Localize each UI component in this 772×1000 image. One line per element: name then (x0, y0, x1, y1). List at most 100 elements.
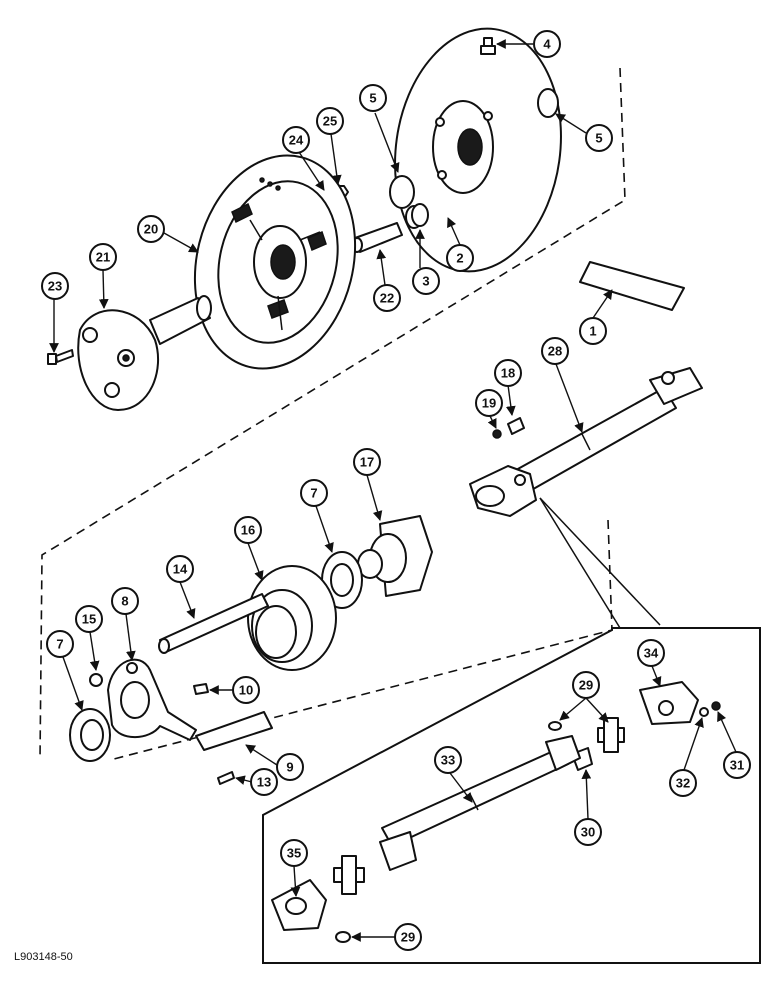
svg-text:22: 22 (380, 291, 394, 306)
svg-text:19: 19 (482, 396, 496, 411)
svg-text:31: 31 (730, 758, 744, 773)
snap-ring-part-29-upper (548, 721, 562, 731)
figure-reference: L903148-50 (14, 951, 73, 963)
leader-lines (49, 39, 737, 942)
cross-bearing-part-29-lower (333, 855, 365, 895)
callout-14: 14 (166, 555, 194, 583)
callout-23: 23 (41, 272, 69, 300)
callout-19: 19 (475, 389, 503, 417)
callout-29-lower: 29 (394, 923, 422, 951)
callout-25: 25 (316, 107, 344, 135)
callout-33: 33 (434, 746, 462, 774)
pin-part-13 (217, 771, 235, 785)
ring-part-5-right (537, 88, 559, 118)
svg-text:18: 18 (501, 366, 515, 381)
svg-text:13: 13 (257, 775, 271, 790)
bearing-arm-part-8 (107, 658, 197, 741)
callout-5-left: 5 (359, 84, 387, 112)
svg-text:8: 8 (121, 594, 128, 609)
snap-ring-part-29-lower (335, 931, 351, 943)
callout-20: 20 (137, 215, 165, 243)
callout-5-right: 5 (585, 124, 613, 152)
svg-text:34: 34 (644, 646, 659, 661)
svg-text:7: 7 (310, 486, 317, 501)
callout-7-left: 7 (46, 630, 74, 658)
bolt-part-18 (507, 417, 525, 435)
svg-text:14: 14 (173, 562, 188, 577)
cross-bearing-part-29-upper (597, 717, 625, 753)
svg-text:23: 23 (48, 279, 62, 294)
disc-part-2 (394, 27, 562, 273)
bushing-part-3 (405, 203, 429, 229)
svg-text:5: 5 (595, 131, 602, 146)
flange-yoke-part-35 (271, 879, 327, 931)
drive-shaft-part-28 (469, 367, 703, 517)
svg-text:25: 25 (323, 114, 337, 129)
shaft-part-33 (379, 735, 581, 871)
callout-10: 10 (232, 676, 260, 704)
callout-9: 9 (276, 753, 304, 781)
pad-part-1 (579, 261, 685, 311)
callout-1: 1 (579, 317, 607, 345)
svg-text:21: 21 (96, 250, 110, 265)
plate-part-9 (195, 711, 273, 751)
callout-18: 18 (494, 359, 522, 387)
svg-text:29: 29 (579, 678, 593, 693)
svg-text:9: 9 (286, 760, 293, 775)
detail-pointer-line-1 (539, 497, 661, 626)
svg-text:16: 16 (241, 523, 255, 538)
callout-29-upper: 29 (572, 671, 600, 699)
washer-part-32 (699, 707, 709, 717)
svg-text:28: 28 (548, 344, 562, 359)
ring-part-5-left (389, 175, 415, 209)
shaft-part-22 (351, 222, 403, 253)
svg-text:35: 35 (287, 846, 301, 861)
bearing-part-7-left (69, 708, 111, 762)
callout-24: 24 (282, 126, 310, 154)
svg-text:30: 30 (581, 825, 595, 840)
svg-text:10: 10 (239, 683, 253, 698)
callout-15: 15 (75, 605, 103, 633)
svg-text:15: 15 (82, 612, 96, 627)
clip-part-10 (193, 683, 209, 695)
yoke-part-34 (639, 681, 699, 725)
callout-21: 21 (89, 243, 117, 271)
svg-text:29: 29 (401, 930, 415, 945)
svg-text:2: 2 (456, 251, 463, 266)
svg-text:3: 3 (422, 274, 429, 289)
svg-text:7: 7 (56, 637, 63, 652)
svg-text:32: 32 (676, 776, 690, 791)
callout-28: 28 (541, 337, 569, 365)
nut-part-31 (711, 701, 721, 711)
nut-part-15 (89, 673, 103, 687)
callout-34: 34 (637, 639, 665, 667)
callout-31: 31 (723, 751, 751, 779)
callout-13: 13 (250, 768, 278, 796)
detail-pointer-line-2 (539, 497, 621, 629)
callout-35: 35 (280, 839, 308, 867)
bolt-part-23 (47, 349, 74, 365)
callout-17: 17 (353, 448, 381, 476)
callout-16: 16 (234, 516, 262, 544)
hub-part-21 (77, 295, 212, 411)
callout-32: 32 (669, 769, 697, 797)
svg-text:33: 33 (441, 753, 455, 768)
callout-3: 3 (412, 267, 440, 295)
callout-4: 4 (533, 30, 561, 58)
nut-part-19 (492, 429, 502, 439)
svg-text:17: 17 (360, 455, 374, 470)
bearing-housing-part-17 (357, 515, 433, 597)
shaft-part-14 (158, 593, 269, 654)
detail-inset-box (262, 627, 761, 964)
flange-wheel-part-20 (193, 154, 357, 370)
callout-30: 30 (574, 818, 602, 846)
svg-text:24: 24 (289, 133, 304, 148)
svg-text:4: 4 (543, 37, 551, 52)
svg-text:5: 5 (369, 91, 376, 106)
callout-7-right: 7 (300, 479, 328, 507)
callout-22: 22 (373, 284, 401, 312)
sprocket-part-16 (247, 565, 337, 671)
callout-8: 8 (111, 587, 139, 615)
callout-2: 2 (446, 244, 474, 272)
